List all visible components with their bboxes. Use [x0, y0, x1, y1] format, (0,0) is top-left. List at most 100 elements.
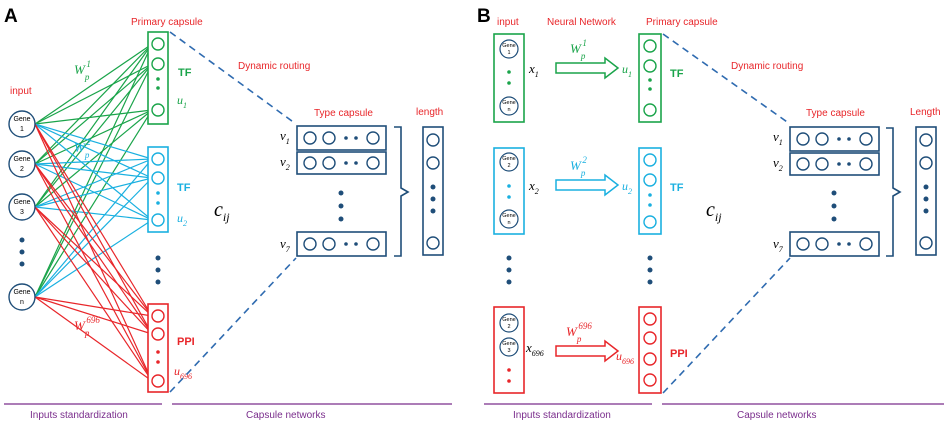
- connection-line: [34, 163, 153, 335]
- panel-a-dynamic-routing-label: Dynamic routing: [238, 61, 310, 72]
- panel-b-length-label: Length: [910, 107, 941, 118]
- connection-line: [34, 296, 153, 382]
- connection-line: [34, 109, 153, 298]
- panel-b-u-696: u696: [616, 349, 634, 366]
- b-g3-gene-b-l1: Gene: [502, 341, 515, 347]
- connection-line: [34, 63, 153, 208]
- panel-b-x1: x1: [528, 61, 539, 79]
- panel-a-gene-3: Gene 3: [8, 193, 36, 221]
- panel-b-v1: v1: [773, 129, 783, 147]
- panel-b-capsule-2: [638, 147, 662, 235]
- panel-b-input-group-696: Gene 2 Gene 3: [493, 306, 525, 394]
- panel-a-v1: v1: [280, 128, 290, 146]
- panel-b-c-ij: cij: [706, 199, 722, 224]
- gene-3-line2: 3: [20, 209, 24, 216]
- panel-a-weight-696: Wp696: [74, 315, 100, 338]
- panel-a: A input Primary capsule Dynamic routing …: [4, 6, 452, 421]
- panel-b-nn-label: Neural Network: [547, 17, 617, 28]
- b-g2-gene-a-l1: Gene: [502, 156, 515, 162]
- panel-a-brace: [394, 126, 410, 257]
- panel-a-capsule-1-tag: TF: [178, 67, 192, 79]
- connection-line: [34, 158, 153, 165]
- gene-2-line2: 2: [20, 166, 24, 173]
- connection-line: [34, 123, 153, 335]
- panel-b-brace: [886, 127, 902, 257]
- connection-line: [34, 206, 153, 335]
- panel-a-capsule-dots: [155, 255, 161, 285]
- connection-line: [34, 296, 153, 335]
- panel-a-u-696: u696: [174, 364, 192, 381]
- connection-line: [34, 219, 153, 298]
- connection-line: [34, 43, 153, 165]
- panel-b-capsule-2-tag: TF: [670, 182, 684, 194]
- panel-b-capsule-dots: [647, 255, 653, 285]
- connection-line: [34, 163, 153, 221]
- gene-1-line1: Gene: [13, 116, 30, 123]
- panel-a-input-label: input: [10, 86, 32, 97]
- panel-a-routing-dash-bottom: [169, 257, 297, 393]
- panel-a-weight-2: Wp2: [74, 137, 91, 160]
- panel-b-u-1: u1: [622, 62, 632, 79]
- connection-line: [34, 43, 153, 125]
- panel-b-weight-2: Wp2: [570, 155, 587, 178]
- panel-b-v2: v2: [773, 155, 783, 173]
- gene-3-line1: Gene: [13, 199, 30, 206]
- panel-b-u-2: u2: [622, 179, 632, 196]
- panel-a-footer-left: Inputs standardization: [30, 410, 128, 421]
- panel-b-x2: x2: [528, 178, 539, 196]
- b-g2-gene-b-l1: Gene: [502, 213, 515, 219]
- panel-a-length-label: length: [416, 107, 443, 118]
- b-g2-gene-a-l2: 2: [507, 163, 510, 169]
- b-g1-gene-a-l1: Gene: [502, 43, 515, 49]
- panel-b-routing-dash-bottom: [662, 257, 791, 394]
- panel-b-arrow-2: [555, 173, 620, 197]
- panel-b-footer-left: Inputs standardization: [513, 410, 611, 421]
- panel-b-letter: B: [477, 6, 491, 27]
- panel-a-footer-right: Capsule networks: [246, 410, 325, 421]
- panel-a-v7: v7: [280, 236, 291, 254]
- b-g1-gene-b-l2: n: [507, 107, 510, 113]
- panel-a-type-capsule-v2: [296, 151, 387, 175]
- panel-a-v2: v2: [280, 154, 290, 172]
- connection-line: [34, 123, 153, 160]
- panel-b-capsule-696-tag: PPI: [670, 348, 688, 360]
- connection-line: [34, 109, 153, 125]
- connection-line: [34, 123, 153, 179]
- b-g2-gene-b-l2: n: [507, 220, 510, 226]
- panel-a-type-capsule-v1: [296, 125, 387, 151]
- panel-b-type-capsule-v1: [789, 126, 880, 152]
- panel-b-type-capsule-label: Type capsule: [806, 108, 865, 119]
- panel-a-length-column: [422, 126, 444, 256]
- panel-a-gene-n: Gene n: [8, 283, 36, 311]
- panel-b-arrow-696: [555, 339, 620, 363]
- b-g1-gene-b-l1: Gene: [502, 100, 515, 106]
- panel-a-gene-dots: [19, 237, 25, 267]
- panel-b-input-label: input: [497, 17, 519, 28]
- panel-a-weight-1: Wp1: [74, 59, 91, 82]
- panel-b-capsule-1: [638, 33, 662, 123]
- panel-a-gene-2: Gene 2: [8, 150, 36, 178]
- panel-b-length-column: [915, 126, 937, 256]
- gene-1-line2: 1: [20, 126, 24, 133]
- panel-b-v7: v7: [773, 236, 784, 254]
- connection-line: [34, 206, 153, 221]
- b-g3-gene-b-l2: 3: [507, 348, 510, 354]
- panel-b-primary-capsule-label: Primary capsule: [646, 17, 718, 28]
- panel-b-dynamic-routing-label: Dynamic routing: [731, 61, 803, 72]
- panel-b-type-capsule-v2: [789, 152, 880, 176]
- connection-line: [34, 109, 153, 208]
- panel-b-footer-right: Capsule networks: [737, 410, 816, 421]
- b-g3-gene-a-l2: 2: [507, 324, 510, 330]
- panel-a-capsule-696: [147, 303, 169, 393]
- connection-line: [34, 43, 153, 208]
- panel-b-capsule-1-tag: TF: [670, 68, 684, 80]
- connection-line: [34, 123, 153, 382]
- panel-b-type-dots: [831, 190, 837, 222]
- connection-line: [34, 123, 153, 317]
- panel-a-connections: [34, 43, 153, 382]
- connection-line: [34, 63, 153, 165]
- connection-line: [34, 177, 153, 298]
- panel-b-input-dots: [506, 255, 512, 285]
- panel-b-x696: x696: [525, 340, 544, 358]
